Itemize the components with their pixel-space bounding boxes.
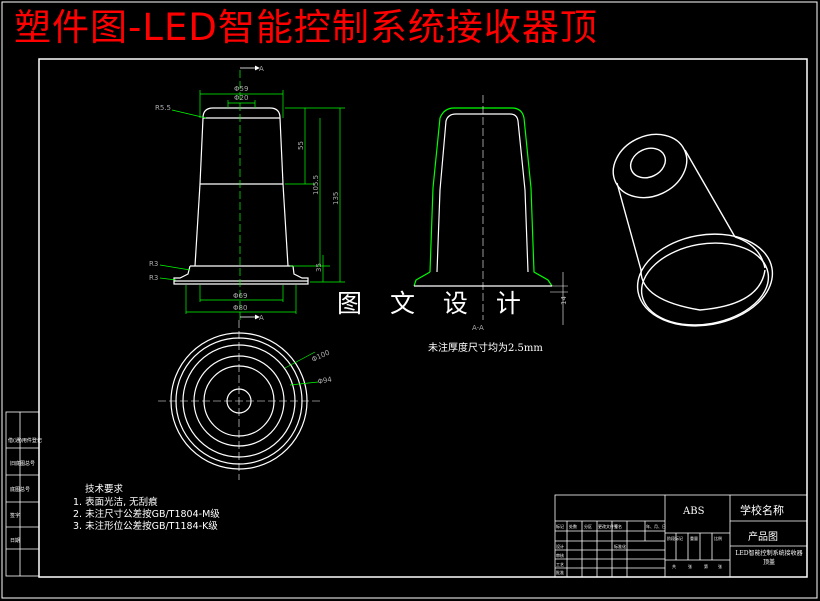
dim-h55: 55 [297, 141, 305, 150]
inner-frame [38, 58, 808, 578]
thickness-note: 未注厚度尺寸均为2.5mm [428, 343, 543, 354]
technical-requirements: 技术要求 1. 表面光洁, 无刮痕 2. 未注尺寸公差按GB/T1804-M级 … [73, 484, 220, 533]
sheet-unit-2: 张 [718, 564, 722, 569]
tech-heading: 技术要求 [85, 484, 124, 495]
section-arrows [240, 65, 260, 320]
dim-r55: R5.5 [155, 104, 171, 112]
side-cell-5: 日期 [10, 538, 21, 544]
part-name: LED智能控制系统接收器顶盖 [735, 550, 803, 566]
section-view [413, 95, 568, 325]
iso-view [612, 133, 774, 327]
side-cell-4: 签字 [10, 513, 21, 519]
dim-r3b: R3 [149, 274, 158, 282]
drawing-title: 塑件图-LED智能控制系统接收器顶 [14, 6, 598, 49]
top-view [158, 320, 320, 480]
top-view-dims [284, 351, 319, 386]
dim-h35: 35 [315, 263, 323, 272]
dim-d100: Φ100 [310, 349, 330, 364]
dim-d59: Φ59 [234, 85, 248, 93]
dim-d80: Φ80 [233, 304, 247, 312]
tech-item-1: 1. 表面光洁, 无刮痕 [73, 497, 158, 508]
dim-r3a: R3 [149, 260, 158, 268]
side-cell-3: 底图总号 [10, 487, 31, 493]
watermark-text: 图 文 设 计 [337, 289, 531, 318]
title-block-lines [554, 494, 808, 578]
tech-item-3: 3. 未注形位公差按GB/T1184-K级 [73, 521, 218, 532]
weight-label: 重量 [690, 536, 698, 541]
dim-h14: 14 [560, 296, 568, 305]
dim-h1055: 105.5 [312, 175, 320, 195]
dim-d69: Φ69 [233, 292, 247, 300]
row-approve: 批准 [556, 570, 564, 575]
hdr-zone: 分区 [584, 524, 592, 529]
material-label: ABS [683, 506, 705, 517]
sheet-unit-1: 张 [688, 564, 692, 569]
hdr-mark: 标记 [556, 524, 564, 529]
section-mark-bottom: A [259, 314, 264, 322]
row-process: 工艺 [556, 562, 564, 567]
section-label: A-A [472, 324, 484, 332]
side-table [5, 411, 40, 577]
row-review: 审核 [556, 553, 564, 558]
school-name: 学校名称 [740, 504, 784, 517]
std-label: 标准化 [614, 544, 626, 549]
tech-item-2: 2. 未注尺寸公差按GB/T1804-M级 [73, 509, 220, 520]
hdr-count: 处数 [569, 524, 577, 529]
hdr-sign: 签名 [614, 524, 622, 529]
front-view [173, 107, 309, 285]
front-view-dimensions [159, 70, 345, 320]
scale-label: 比例 [714, 536, 722, 541]
dim-d20: Φ20 [234, 94, 248, 102]
dim-d94: Φ94 [317, 375, 333, 385]
row-design: 设计 [556, 544, 564, 549]
hdr-change: 更改文件号 [598, 524, 618, 529]
section-mark-top: A [259, 65, 264, 73]
side-cell-1: 借(通)用件登记 [8, 438, 42, 444]
dim-h135: 135 [332, 192, 340, 205]
stage-label: 阶段标记 [667, 536, 683, 541]
sheet-no: 第 [704, 564, 708, 569]
product-label: 产品图 [748, 532, 778, 543]
side-cell-2: 旧底图总号 [10, 461, 36, 467]
hdr-date: 年、月、日 [646, 524, 666, 529]
sheet-total: 共 [672, 564, 676, 569]
